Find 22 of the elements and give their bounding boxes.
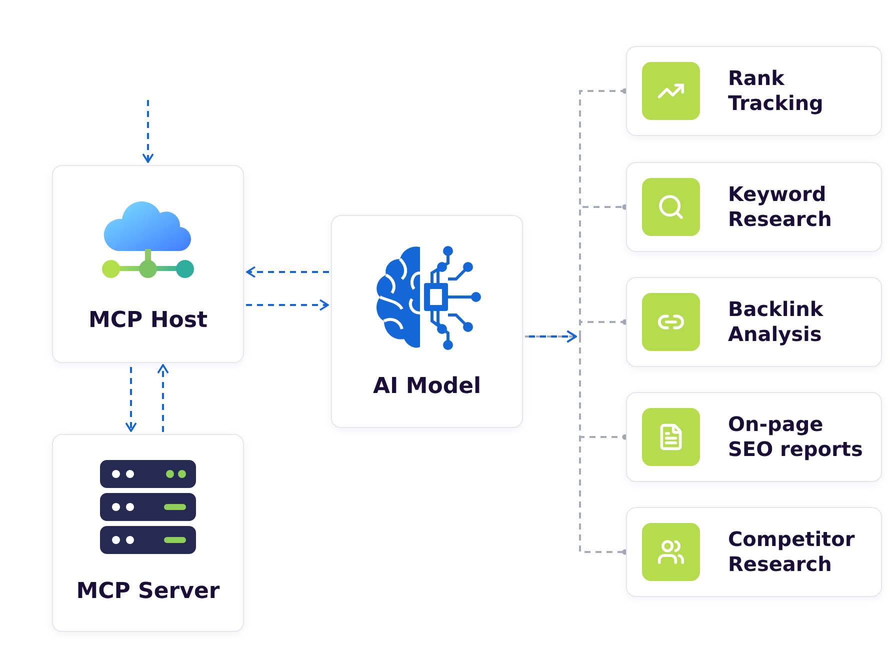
connector-line	[525, 336, 628, 555]
arrow	[246, 299, 329, 311]
node-title: Keyword Research	[728, 182, 833, 232]
arrow	[142, 100, 154, 163]
node-title: Competitor Research	[728, 527, 856, 577]
component-card	[52, 165, 244, 363]
node-title: On-page SEO reports	[728, 412, 864, 462]
feature-card	[626, 162, 882, 252]
arrow	[246, 266, 329, 278]
node-title: MCP Server	[76, 578, 220, 606]
feature-card	[626, 392, 882, 482]
feature-card	[626, 507, 882, 597]
node-title: Rank Tracking	[728, 66, 824, 116]
arrow	[125, 367, 137, 432]
feature-card	[626, 277, 882, 367]
component-card	[52, 434, 244, 632]
node-title: MCP Host	[88, 307, 208, 335]
feature-card	[626, 46, 882, 136]
node-title: AI Model	[372, 372, 482, 400]
arrow	[157, 364, 169, 432]
node-title: Backlink Analysis	[728, 297, 824, 347]
component-card	[331, 215, 523, 428]
